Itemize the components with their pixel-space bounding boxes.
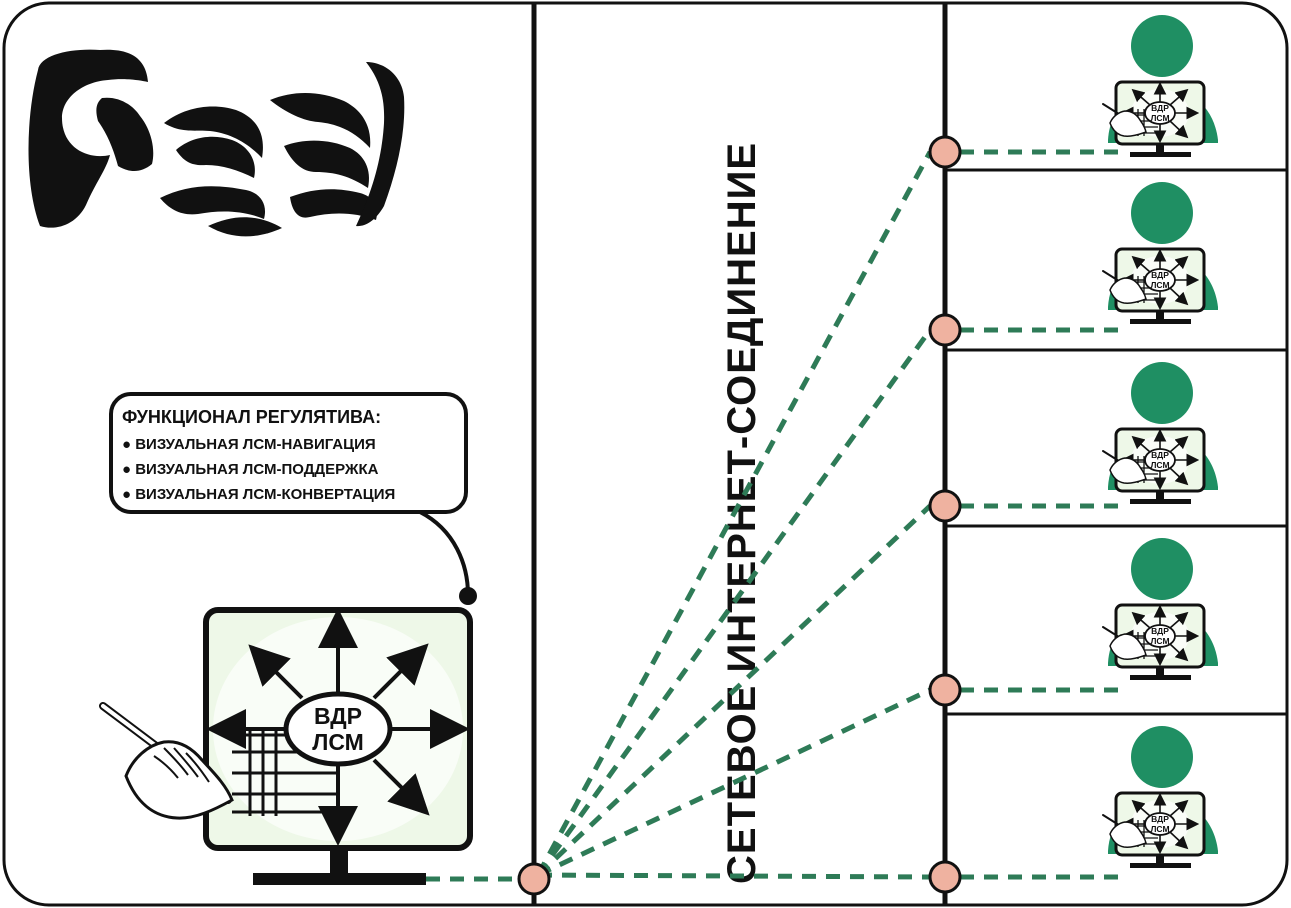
hand-with-pen-icon xyxy=(99,702,234,820)
user-monitor-base xyxy=(1130,152,1191,157)
user-monitor-label-line-2: ЛСМ xyxy=(1150,280,1169,290)
network-title: СЕТЕВОЕ ИНТЕРНЕТ-СОЕДИНЕНИЕ xyxy=(720,142,764,884)
main-monitor-label-bubble xyxy=(283,691,393,767)
user-node xyxy=(928,489,962,523)
user-monitor-arrow-6 xyxy=(1169,255,1189,273)
user-head-icon xyxy=(1131,15,1193,77)
user-node xyxy=(928,135,962,169)
callout-heading: ФУНКЦИОНАЛ РЕГУЛЯТИВА: xyxy=(122,407,381,427)
connection-line xyxy=(536,504,932,877)
user-hand-icon xyxy=(1109,277,1147,304)
user-monitor-label-line-1: ВДР xyxy=(1151,103,1169,113)
user-monitor-base xyxy=(1130,499,1191,504)
callout-item-1: ● ВИЗУАЛЬНАЯ ЛСМ-НАВИГАЦИЯ xyxy=(122,436,376,453)
connection-line xyxy=(537,872,931,880)
callout-anchor-dot xyxy=(459,587,477,605)
user-monitor-neck xyxy=(1156,855,1164,865)
user-monitor-arrow-5 xyxy=(1131,88,1151,106)
connection-line xyxy=(536,687,932,878)
user-monitor-label-line-1: ВДР xyxy=(1151,450,1169,460)
user-monitor-arrow-5 xyxy=(1131,435,1151,453)
main-arrow-down-right xyxy=(372,758,430,816)
user-monitor-base xyxy=(1130,319,1191,324)
user-monitor-arrow-5 xyxy=(1131,611,1151,629)
user-monitor-label-bubble xyxy=(1144,268,1176,292)
root-node xyxy=(517,862,551,896)
user-node xyxy=(928,860,962,894)
main-monitor-label-line-1: ВДР xyxy=(314,703,362,729)
user-monitor-arrow-5 xyxy=(1131,255,1151,273)
user-head-icon xyxy=(1131,726,1193,788)
user-monitor-arrow-7 xyxy=(1169,831,1189,850)
user-monitor-neck xyxy=(1156,144,1164,154)
main-link-group xyxy=(426,862,551,896)
user-monitor-neck xyxy=(1156,667,1164,677)
user-hand-icon xyxy=(1109,110,1147,137)
user-monitor-label-line-2: ЛСМ xyxy=(1150,460,1169,470)
user-monitor-arrow-6 xyxy=(1169,611,1189,629)
user-monitor-label-bubble xyxy=(1144,448,1176,472)
user-monitor-label-line-1: ВДР xyxy=(1151,270,1169,280)
user-monitor-label-line-2: ЛСМ xyxy=(1150,824,1169,834)
connection-line xyxy=(535,150,933,877)
user-monitor-label-line-2: ЛСМ xyxy=(1150,636,1169,646)
user-hand-icon xyxy=(1109,821,1147,848)
user-monitor-label-bubble xyxy=(1144,812,1176,836)
main-arrow-up-right xyxy=(372,643,429,700)
user-node xyxy=(928,673,962,707)
user-monitor-arrow-5 xyxy=(1131,799,1151,817)
user-monitor-neck xyxy=(1156,311,1164,321)
user-node xyxy=(928,313,962,347)
user-monitor-arrow-7 xyxy=(1169,287,1189,306)
user-monitor-arrow-7 xyxy=(1169,643,1189,662)
callout-box xyxy=(109,392,468,514)
user-hand-icon xyxy=(1109,457,1147,484)
callout-bubble: ФУНКЦИОНАЛ РЕГУЛЯТИВА: ● ВИЗУАЛЬНАЯ ЛСМ-… xyxy=(109,392,477,605)
user-monitor-base xyxy=(1130,863,1191,868)
user-monitor-label-line-1: ВДР xyxy=(1151,626,1169,636)
callout-item-2: ● ВИЗУАЛЬНАЯ ЛСМ-ПОДДЕРЖКА xyxy=(122,461,379,478)
connection-line xyxy=(535,328,933,877)
connection-lines xyxy=(535,150,933,880)
user-head-icon xyxy=(1131,538,1193,600)
callout-tail xyxy=(419,510,470,596)
user-hand-icon xyxy=(1109,633,1147,660)
main-arrow-up-left xyxy=(248,644,304,700)
user-head-icon xyxy=(1131,182,1193,244)
user-monitor-label-bubble xyxy=(1144,624,1176,648)
user-monitor-neck xyxy=(1156,491,1164,501)
face-silhouette xyxy=(28,49,405,237)
user-monitor-base xyxy=(1130,675,1191,680)
main-monitor-base xyxy=(253,873,426,885)
user-monitor-arrow-7 xyxy=(1169,467,1189,486)
main-monitor-label-line-2: ЛСМ xyxy=(312,729,364,755)
user-monitor-arrow-7 xyxy=(1169,120,1189,139)
user-monitor-label-line-2: ЛСМ xyxy=(1150,113,1169,123)
user-head-icon xyxy=(1131,362,1193,424)
user-monitor-arrow-6 xyxy=(1169,88,1189,106)
callout-item-3: ● ВИЗУАЛЬНАЯ ЛСМ-КОНВЕРТАЦИЯ xyxy=(122,486,395,503)
user-monitor-arrow-6 xyxy=(1169,435,1189,453)
user-monitor-arrow-6 xyxy=(1169,799,1189,817)
main-monitor-neck xyxy=(330,848,348,876)
user-monitor-label-bubble xyxy=(1144,101,1176,125)
main-monitor: ВДР ЛСМ xyxy=(99,607,473,885)
user-monitor-label-line-1: ВДР xyxy=(1151,814,1169,824)
